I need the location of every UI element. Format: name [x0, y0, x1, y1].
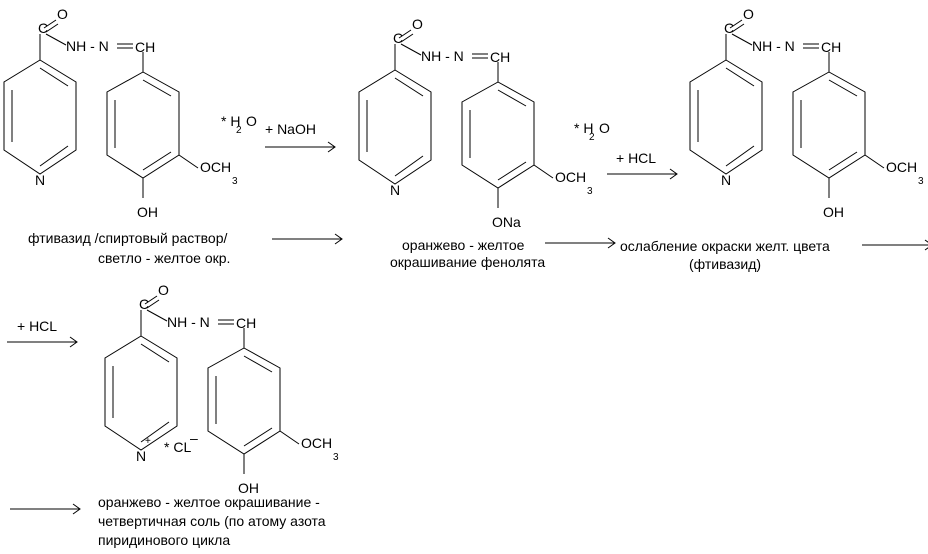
chloride-label: * CL: [164, 439, 191, 455]
methoxy-label: OCH: [301, 435, 332, 451]
pyridinium-charge: +: [145, 436, 151, 447]
ch-label: CH: [490, 49, 510, 65]
molecule-ftivazid-hydrate: C O NH - N CH N OCH 3 OH * H 2 O: [3, 6, 257, 220]
carbonyl-o-label: O: [158, 282, 169, 298]
pyridine-n-label: N: [35, 172, 45, 188]
hydrate-o-label: O: [246, 113, 257, 129]
hydroxy-label: OH: [137, 204, 158, 220]
caption-final-line3: пиридинового цикла: [98, 532, 230, 548]
nh-n-label: NH - N: [167, 314, 210, 330]
arrow-naoh: [264, 141, 336, 153]
methoxy-subscript: 3: [333, 452, 339, 463]
carbonyl-c-label: C: [38, 20, 48, 36]
reagent-hcl-2: + HCL: [17, 318, 57, 334]
pyridine-n-label: N: [721, 172, 731, 188]
reagent-naoh: + NaOH: [265, 121, 316, 137]
methoxy-label: OCH: [886, 159, 917, 175]
caption-orange-line2: окрашивание фенолята: [390, 254, 545, 270]
hydroxy-label: OH: [238, 480, 259, 496]
caption-weaken-line1: ослабление окраски желт. цвета: [620, 238, 830, 254]
ch-label: CH: [135, 39, 155, 55]
pyridinium-n-label: N: [136, 448, 146, 464]
nh-n-label: NH - N: [66, 38, 109, 54]
hydroxy-label: OH: [823, 204, 844, 220]
pyridine-n-label: N: [390, 182, 400, 198]
methoxy-subscript: 3: [918, 176, 924, 187]
carbonyl-o-label: O: [412, 16, 423, 32]
methoxy-subscript: 3: [232, 176, 238, 187]
methoxy-label: OCH: [555, 169, 586, 185]
caption-ftivazid-line1: фтивазид /спиртовый раствор/: [28, 230, 228, 246]
hydrate-label: * H: [574, 120, 593, 136]
molecule-ftivazid-regenerated: C O NH - N CH N OCH 3 OH: [689, 6, 924, 220]
carbonyl-c-label: C: [724, 20, 734, 36]
caption-final-line1: оранжево - желтое окрашивание -: [98, 494, 320, 510]
carbonyl-o-label: O: [743, 6, 754, 22]
caption-final-line2: четвертичная соль (по атому азота: [98, 513, 326, 529]
carbonyl-o-label: O: [57, 6, 68, 22]
caption-weaken-line2: (фтивазид): [689, 256, 761, 272]
ch-label: CH: [236, 315, 256, 331]
carbonyl-c-label: C: [139, 296, 149, 312]
hydrate-o-label: O: [599, 120, 610, 136]
chloride-charge: –: [190, 430, 198, 446]
caption-ftivazid-line2: светло - желтое окр.: [98, 250, 230, 266]
caption-orange-line1: оранжево - желтое: [402, 237, 525, 253]
arrow-caption-4: [9, 503, 81, 515]
sodium-phenolate-label: ONa: [492, 214, 521, 230]
arrow-caption-3: [861, 239, 928, 251]
arrow-hcl-2: [6, 336, 78, 348]
hydrate-subscript: 2: [589, 132, 595, 143]
molecule-phenolate-hydrate: C O NH - N CH N OCH 3 ONa * H 2 O: [358, 16, 610, 230]
arrow-caption-2: [544, 237, 616, 249]
hydrate-subscript: 2: [236, 125, 242, 136]
reagent-hcl-1: + HCL: [616, 150, 656, 166]
methoxy-label: OCH: [200, 159, 231, 175]
hydrate-label: * H: [221, 113, 240, 129]
arrow-hcl-1: [606, 168, 678, 180]
nh-n-label: NH - N: [421, 48, 464, 64]
methoxy-subscript: 3: [587, 186, 593, 197]
molecule-quaternary-salt: C O NH - N CH N + OCH 3 OH * CL –: [104, 282, 339, 496]
nh-n-label: NH - N: [752, 38, 795, 54]
carbonyl-c-label: C: [393, 30, 403, 46]
arrow-caption-1: [271, 233, 343, 245]
ch-label: CH: [821, 39, 841, 55]
